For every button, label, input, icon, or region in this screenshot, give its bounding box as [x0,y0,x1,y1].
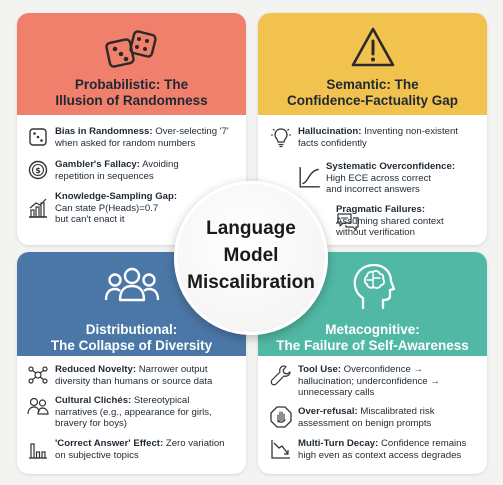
center-title-line1: Language [206,218,296,239]
metacognitive-title-line1: Metacognitive: [325,322,420,337]
item-label: Gambler's Fallacy: [55,159,140,170]
decline-chart-icon [271,440,290,459]
item-text: Narrower output [136,364,208,375]
item-text: and incorrect answers [326,184,420,195]
item-text: facts confidently [298,137,367,149]
item-text: High ECE across correct [326,172,432,184]
list-item: Pragmatic Failures:Assuming shared conte… [336,204,486,239]
center-circle: Language Model Miscalibration [174,181,328,335]
list-item: Knowledge-Sampling Gap:Can state P(Heads… [27,191,242,226]
item-label: Cultural Clichés: [55,395,132,406]
list-item: 'Correct Answer' Effect: Zero variation o… [27,438,242,461]
list-item: Tool Use: Overconfidence →hallucination;… [270,364,485,399]
svg-text:$: $ [35,166,41,175]
coin-icon: $ [28,160,48,180]
item-label: Bias in Randomness: [55,126,153,137]
item-label: Tool Use: [298,364,341,375]
semantic-title: Semantic: The Confidence-Factuality Gap [258,77,487,109]
item-text: when asked for random numbers [55,137,196,149]
distributional-title-line1: Distributional: [85,322,178,337]
item-label: Multi-Turn Decay: [298,438,379,449]
item-text: assessment on benign prompts [298,417,432,429]
distributional-title-line2: The Collapse of Diversity [50,338,213,353]
item-text: Miscalibrated risk [357,406,435,417]
item-text: high even as context access degrades [298,449,462,461]
item-text: Can state P(Heads)=0.7 [55,202,159,214]
item-text: Confidence remains [378,438,467,449]
item-text: Over-selecting '7' [152,126,229,137]
metacognitive-title: Metacognitive: The Failure of Self-Aware… [258,322,487,354]
probabilistic-header: Probabilistic: The Illusion of Randomnes… [17,13,246,115]
flat-bars-icon [29,443,47,459]
probabilistic-title-line2: Illusion of Randomness [55,93,208,108]
item-text: narratives (e.g., appearance for girls, [55,406,212,418]
semantic-title-line1: Semantic: The [326,77,419,92]
network-icon [28,366,48,384]
list-item: Bias in Randomness: Over-selecting '7'wh… [27,126,242,149]
chat-bubbles-icon [337,213,359,231]
semantic-header: Semantic: The Confidence-Factuality Gap [258,13,487,115]
item-text: bravery for boys) [55,418,127,429]
dice-outline-icon [29,128,47,146]
people-group-icon [104,267,159,302]
item-label: 'Correct Answer' Effect: [55,438,164,449]
item-text: but can't enact it [55,214,125,225]
wrench-icon [270,365,291,386]
metacognitive-title-line2: The Failure of Self-Awareness [276,338,469,353]
distributional-title: Distributional: The Collapse of Diversit… [17,322,246,354]
item-label: Pragmatic Failures: [336,204,426,215]
item-text: Avoiding [139,159,179,170]
probabilistic-title-line1: Probabilistic: The [74,77,189,92]
item-label: Reduced Novelty: [55,364,137,375]
item-text: unnecessary calls [298,387,375,398]
lightbulb-icon [271,128,291,148]
probabilistic-card: Probabilistic: The Illusion of Randomnes… [17,13,246,245]
curve-chart-icon [299,167,320,188]
item-text: hallucination; underconfidence → [298,375,440,387]
item-label: Knowledge-Sampling Gap: [55,191,178,202]
item-text: without verification [336,227,415,238]
item-text: Stereotypical [131,395,190,406]
semantic-title-line2: Confidence-Factuality Gap [286,93,459,108]
dice-icon [104,30,157,68]
center-title-line2: Model [223,245,279,266]
people-pair-icon [27,397,49,415]
item-label: Hallucination: [298,126,362,137]
brain-head-icon [353,263,395,310]
item-label: Systematic Overconfidence: [326,161,456,172]
item-text: Overconfidence → [341,364,424,375]
probabilistic-title: Probabilistic: The Illusion of Randomnes… [17,77,246,109]
list-item: Systematic Overconfidence:High ECE acros… [326,161,486,196]
item-label: Over-refusal: [298,406,358,417]
center-title: Language Model Miscalibration [174,215,328,296]
item-text: diversity than humans or source data [55,375,213,387]
item-text: Inventing non-existent [361,126,458,137]
item-text: Zero variation [163,438,225,449]
warning-triangle-icon [351,27,394,67]
center-title-line3: Miscalibration [187,272,315,293]
bar-chart-icon [29,198,47,218]
stop-hand-icon [270,406,292,428]
item-text: on subjective topics [55,449,139,461]
item-text: repetition in sequences [55,170,154,182]
item-text: Assuming shared context [336,215,444,227]
